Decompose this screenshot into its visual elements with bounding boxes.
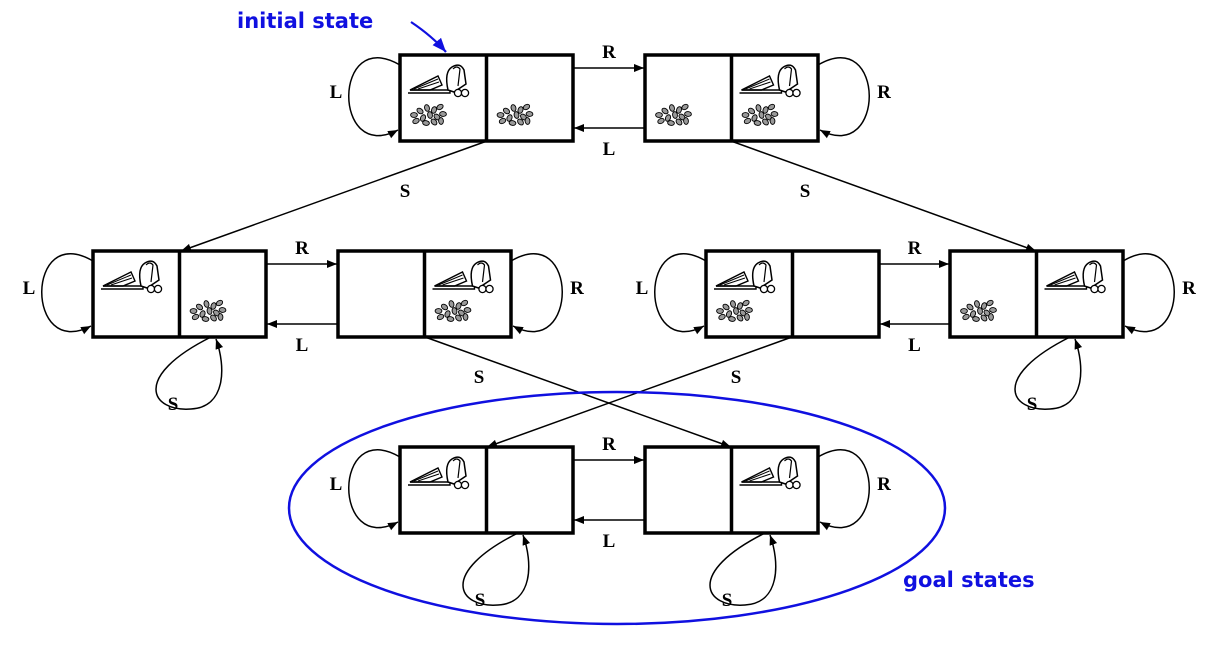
annotations: initial state goal states <box>237 9 1035 626</box>
self-loop-suck <box>155 336 224 410</box>
goal-states-label: goal states <box>903 568 1035 592</box>
goal-states-ellipse <box>287 390 947 626</box>
dirt-pile-icon <box>410 103 447 126</box>
transition-edges: R L R L R L R L L R L R L R L R S S S S S S S S <box>23 42 1196 611</box>
vacuum-cleaner-icon <box>432 260 494 294</box>
state-box-8 <box>643 445 820 535</box>
action-label-suck: S <box>168 394 179 415</box>
vacuum-cleaner-icon <box>714 260 776 294</box>
dirt-pile-icon <box>434 299 472 322</box>
dirt-pile-icon <box>741 103 779 126</box>
action-label-left: L <box>603 139 616 160</box>
state-box-3 <box>91 249 268 339</box>
state-box-7 <box>398 445 575 535</box>
dirt-pile-icon <box>496 103 534 126</box>
action-label-right: R <box>602 434 616 455</box>
self-loop-left <box>348 449 401 531</box>
action-label-left: L <box>603 531 616 552</box>
action-label-left: L <box>330 474 343 495</box>
action-label-suck: S <box>722 590 733 611</box>
vacuum-cleaner-icon <box>408 64 470 98</box>
action-label-left: L <box>296 335 309 356</box>
action-label-left: L <box>330 82 343 103</box>
initial-state-arrow <box>410 21 447 53</box>
action-label-suck: S <box>475 590 486 611</box>
action-label-suck: S <box>800 181 811 202</box>
action-label-right: R <box>570 278 584 299</box>
self-loop-suck <box>1014 336 1083 410</box>
vacuum-cleaner-icon <box>101 260 163 294</box>
action-label-suck: S <box>474 367 485 388</box>
dirt-pile-icon <box>960 299 997 322</box>
self-loop-right <box>817 57 870 139</box>
state-box-6 <box>948 249 1125 339</box>
self-loop-right <box>1122 253 1175 335</box>
dirt-pile-icon <box>655 103 692 126</box>
action-label-suck: S <box>1027 394 1038 415</box>
action-label-right: R <box>877 474 891 495</box>
action-label-right: R <box>602 42 616 63</box>
dirt-pile-icon <box>189 299 227 322</box>
action-label-suck: S <box>400 181 411 202</box>
self-loop-left <box>654 253 707 335</box>
vacuum-cleaner-icon <box>739 64 801 98</box>
self-loop-right <box>817 449 870 531</box>
state-box-4 <box>336 249 513 339</box>
state-boxes <box>91 53 1125 535</box>
action-label-left: L <box>636 278 649 299</box>
action-label-left: L <box>23 278 36 299</box>
dirt-pile-icon <box>716 299 753 322</box>
action-label-right: R <box>295 238 309 259</box>
self-loop-left <box>348 57 401 139</box>
edge-suck <box>730 140 1037 252</box>
initial-state-label: initial state <box>237 9 373 33</box>
action-label-suck: S <box>731 367 742 388</box>
self-loop-left <box>41 253 94 335</box>
action-label-right: R <box>1182 278 1196 299</box>
state-box-1 <box>398 53 575 143</box>
action-label-left: L <box>908 335 921 356</box>
vacuum-cleaner-icon <box>1044 260 1106 294</box>
self-loop-suck <box>709 532 778 606</box>
vacuum-cleaner-icon <box>739 456 801 490</box>
edge-suck <box>180 140 488 252</box>
state-box-5 <box>704 249 881 339</box>
action-label-right: R <box>908 238 922 259</box>
state-box-2 <box>643 53 820 143</box>
self-loop-suck <box>462 532 531 606</box>
action-label-right: R <box>877 82 891 103</box>
self-loop-right <box>510 253 563 335</box>
vacuum-cleaner-icon <box>408 456 470 490</box>
